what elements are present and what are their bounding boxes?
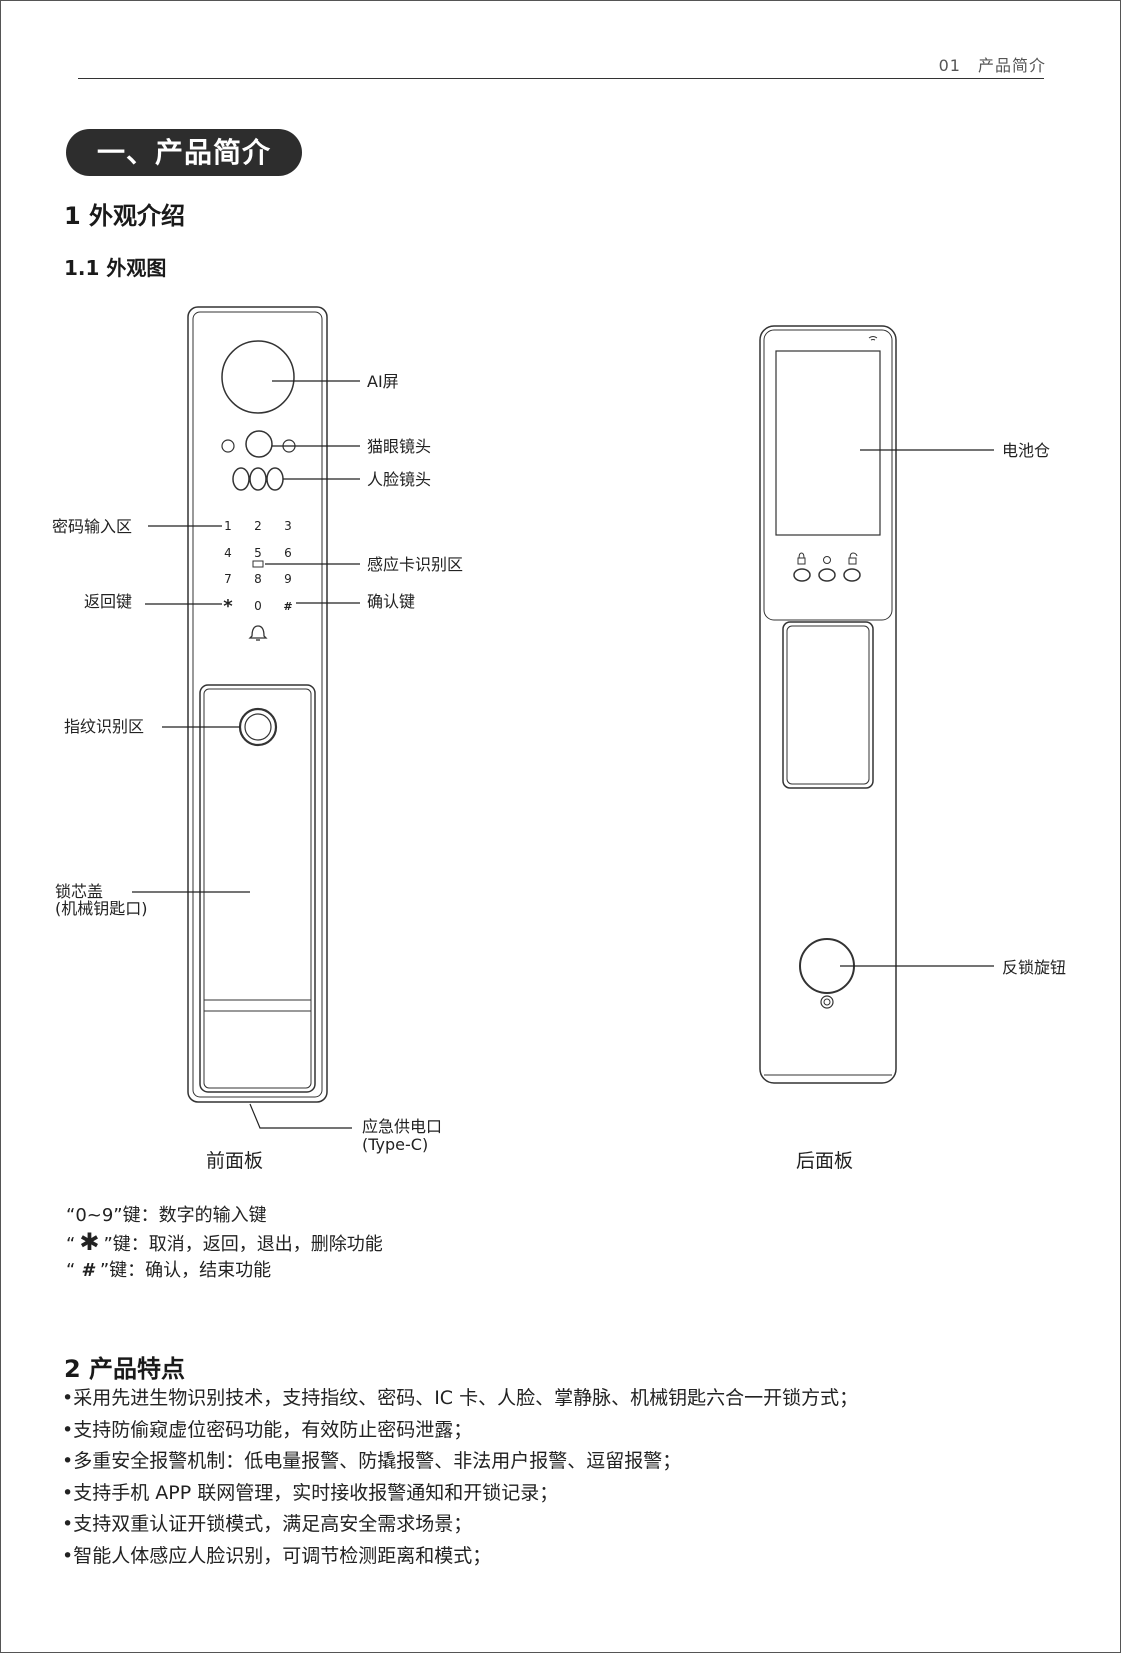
label-deadbolt-knob: 反锁旋钮	[1002, 958, 1066, 977]
caption-front-panel: 前面板	[206, 1150, 263, 1170]
feature-item: •支持防偷窥虚位密码功能，有效防止密码泄露；	[62, 1418, 473, 1441]
rear-panel	[759, 325, 897, 1084]
features-heading: 2 产品特点	[64, 1355, 186, 1383]
lock-diagram: 1 2 3 4 5 6 7 8 9 * 0 # AI屏 猫眼镜头 人脸镜头 密码…	[52, 306, 1066, 1170]
key-8: 8	[254, 572, 262, 586]
key-0: 0	[254, 599, 262, 613]
caption-rear-panel: 后面板	[796, 1150, 853, 1170]
feature-item: •支持手机 APP 联网管理，实时接收报警通知和开锁记录；	[62, 1481, 559, 1504]
section-title: 一、产品简介	[66, 129, 302, 176]
key-notes: “0~9”键：数字的输入键 “✱”键：取消，返回，退出，删除功能 “#”键：确认…	[66, 1203, 383, 1284]
label-card-area: 感应卡识别区	[367, 555, 463, 574]
keypad: 1 2 3 4 5 6 7 8 9 * 0 #	[223, 519, 292, 617]
key-5: 5	[254, 546, 262, 560]
feature-item: •多重安全报警机制：低电量报警、防撬报警、非法用户报警、逗留报警；	[62, 1450, 682, 1472]
key-2: 2	[254, 519, 262, 533]
features-list: •采用先进生物识别技术，支持指纹、密码、IC 卡、人脸、掌静脉、机械钥匙六合一开…	[62, 1383, 858, 1572]
feature-item: •支持双重认证开锁模式，满足高安全需求场景；	[62, 1513, 473, 1535]
key-star: *	[223, 596, 233, 617]
feature-item: •智能人体感应人脸识别，可调节检测距离和模式；	[62, 1544, 492, 1567]
rear-leader-lines	[840, 449, 994, 967]
key-7: 7	[224, 572, 232, 586]
label-password-area: 密码输入区	[52, 517, 132, 536]
note-digits: “0~9”键：数字的输入键	[66, 1205, 267, 1226]
key-1: 1	[224, 519, 232, 533]
key-9: 9	[284, 572, 292, 586]
note-star: “✱”键：取消，返回，退出，删除功能	[66, 1228, 383, 1256]
label-back-key: 返回键	[84, 592, 132, 611]
front-panel	[187, 306, 328, 1103]
front-leader-lines	[132, 380, 360, 1129]
header-divider	[78, 78, 1044, 79]
feature-item: •采用先进生物识别技术，支持指纹、密码、IC 卡、人脸、掌静脉、机械钥匙六合一开…	[62, 1387, 859, 1409]
star-symbol: ✱	[79, 1228, 100, 1256]
label-type-c: (Type-C)	[362, 1135, 428, 1154]
card-reader-icon	[252, 560, 264, 568]
key-3: 3	[284, 519, 292, 533]
label-battery-compartment: 电池仓	[1002, 441, 1050, 460]
key-4: 4	[224, 546, 232, 560]
label-ai-screen: AI屏	[367, 372, 399, 391]
key-6: 6	[284, 546, 292, 560]
label-key-slot: (机械钥匙口)	[55, 899, 148, 918]
label-emergency-power: 应急供电口	[362, 1117, 442, 1136]
label-confirm-key: 确认键	[367, 592, 415, 611]
label-core-cover: 锁芯盖	[55, 882, 103, 901]
label-fingerprint-area: 指纹识别区	[64, 717, 144, 736]
appearance-subheading: 1.1 外观图	[64, 256, 167, 280]
note-hash: “#”键：确认，结束功能	[66, 1260, 272, 1281]
key-hash: #	[283, 600, 292, 613]
label-face-lens: 人脸镜头	[367, 470, 431, 489]
hash-symbol: #	[81, 1260, 94, 1281]
page-header: 01 产品简介	[938, 56, 1046, 75]
label-peephole-lens: 猫眼镜头	[367, 437, 431, 456]
appearance-heading: 1 外观介绍	[64, 202, 186, 230]
